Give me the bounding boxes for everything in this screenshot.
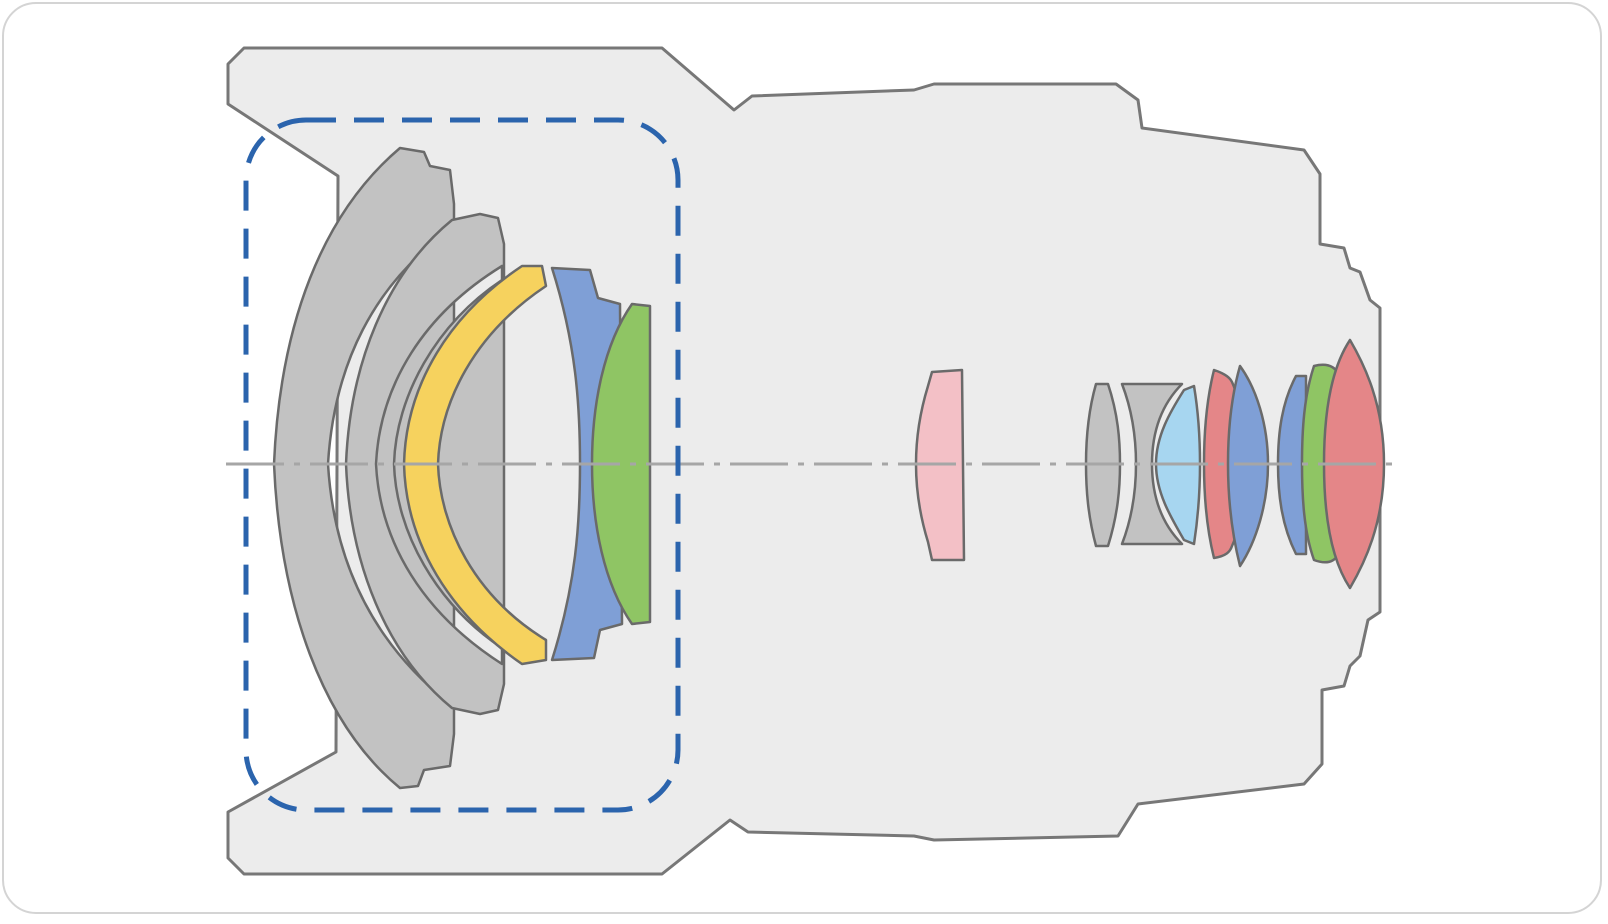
lens-diagram	[226, 46, 1400, 876]
front-group-highlight-box	[243, 117, 681, 813]
front-element-5	[590, 302, 652, 626]
lens-barrel	[226, 46, 1382, 876]
front-element-3	[402, 264, 548, 666]
rear-element-6	[1226, 364, 1270, 568]
